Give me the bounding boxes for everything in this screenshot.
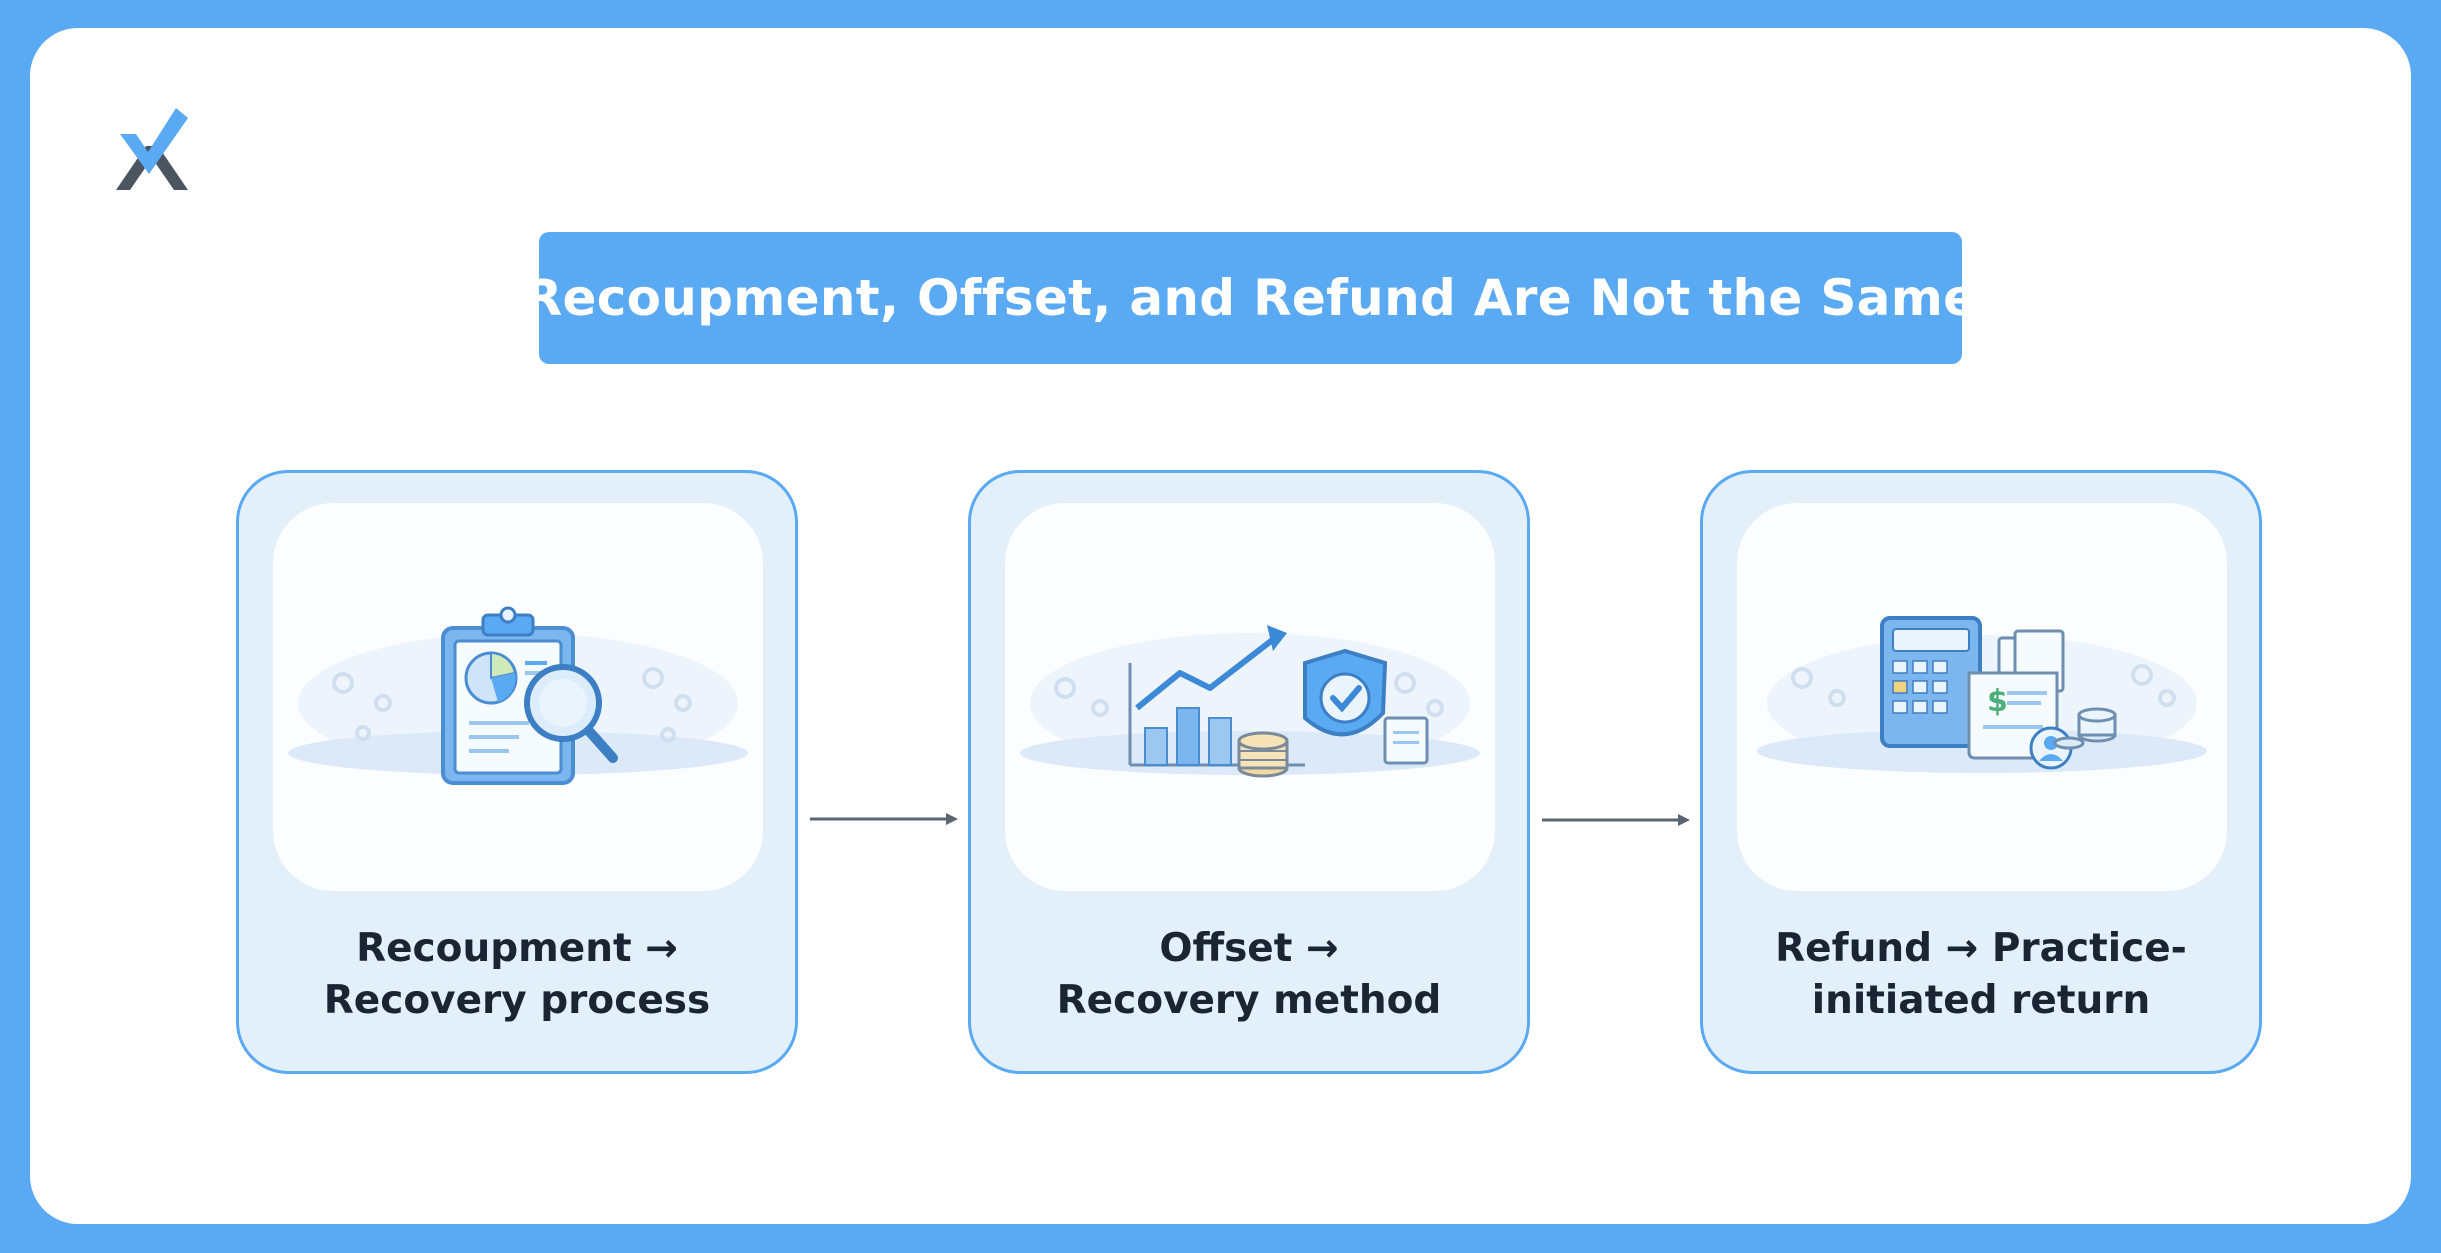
step-card-refund: $ Refund → Practice- initiated return	[1700, 470, 2262, 1074]
illustration-frame: $	[1737, 503, 2227, 891]
illustration-frame	[1005, 503, 1495, 891]
step-card-offset: Offset → Recovery method	[968, 470, 1530, 1074]
chart-shield-coins-icon	[1020, 625, 1480, 778]
calculator-document-refund-icon: $	[1757, 616, 2207, 773]
step-card-recoupment: Recoupment → Recovery process	[236, 470, 798, 1074]
illustration-frame	[273, 503, 763, 891]
step-label-line-1: Recoupment →	[356, 926, 678, 971]
flow-arrow	[1542, 810, 1692, 830]
title-banner: Recoupment, Offset, and Refund Are Not t…	[524, 232, 1977, 364]
step-label-line-2: initiated return	[1811, 978, 2151, 1023]
checkmark-x-logo	[116, 108, 188, 190]
svg-text:$: $	[1987, 684, 2008, 719]
flow-arrow	[810, 809, 960, 829]
step-label-line-2: Recovery process	[323, 978, 711, 1023]
content-panel: Recoupment, Offset, and Refund Are Not t…	[30, 28, 2411, 1224]
step-label: Recoupment → Recovery process	[249, 923, 785, 1027]
step-label-line-2: Recovery method	[1056, 978, 1442, 1023]
step-label: Offset → Recovery method	[981, 923, 1517, 1027]
clipboard-magnifier-icon	[288, 606, 748, 785]
step-label-line-1: Refund → Practice-	[1775, 926, 2187, 971]
step-label: Refund → Practice- initiated return	[1713, 923, 2249, 1027]
step-label-line-1: Offset →	[1159, 926, 1339, 971]
diagram-title: Recoupment, Offset, and Refund Are Not t…	[523, 269, 1978, 327]
